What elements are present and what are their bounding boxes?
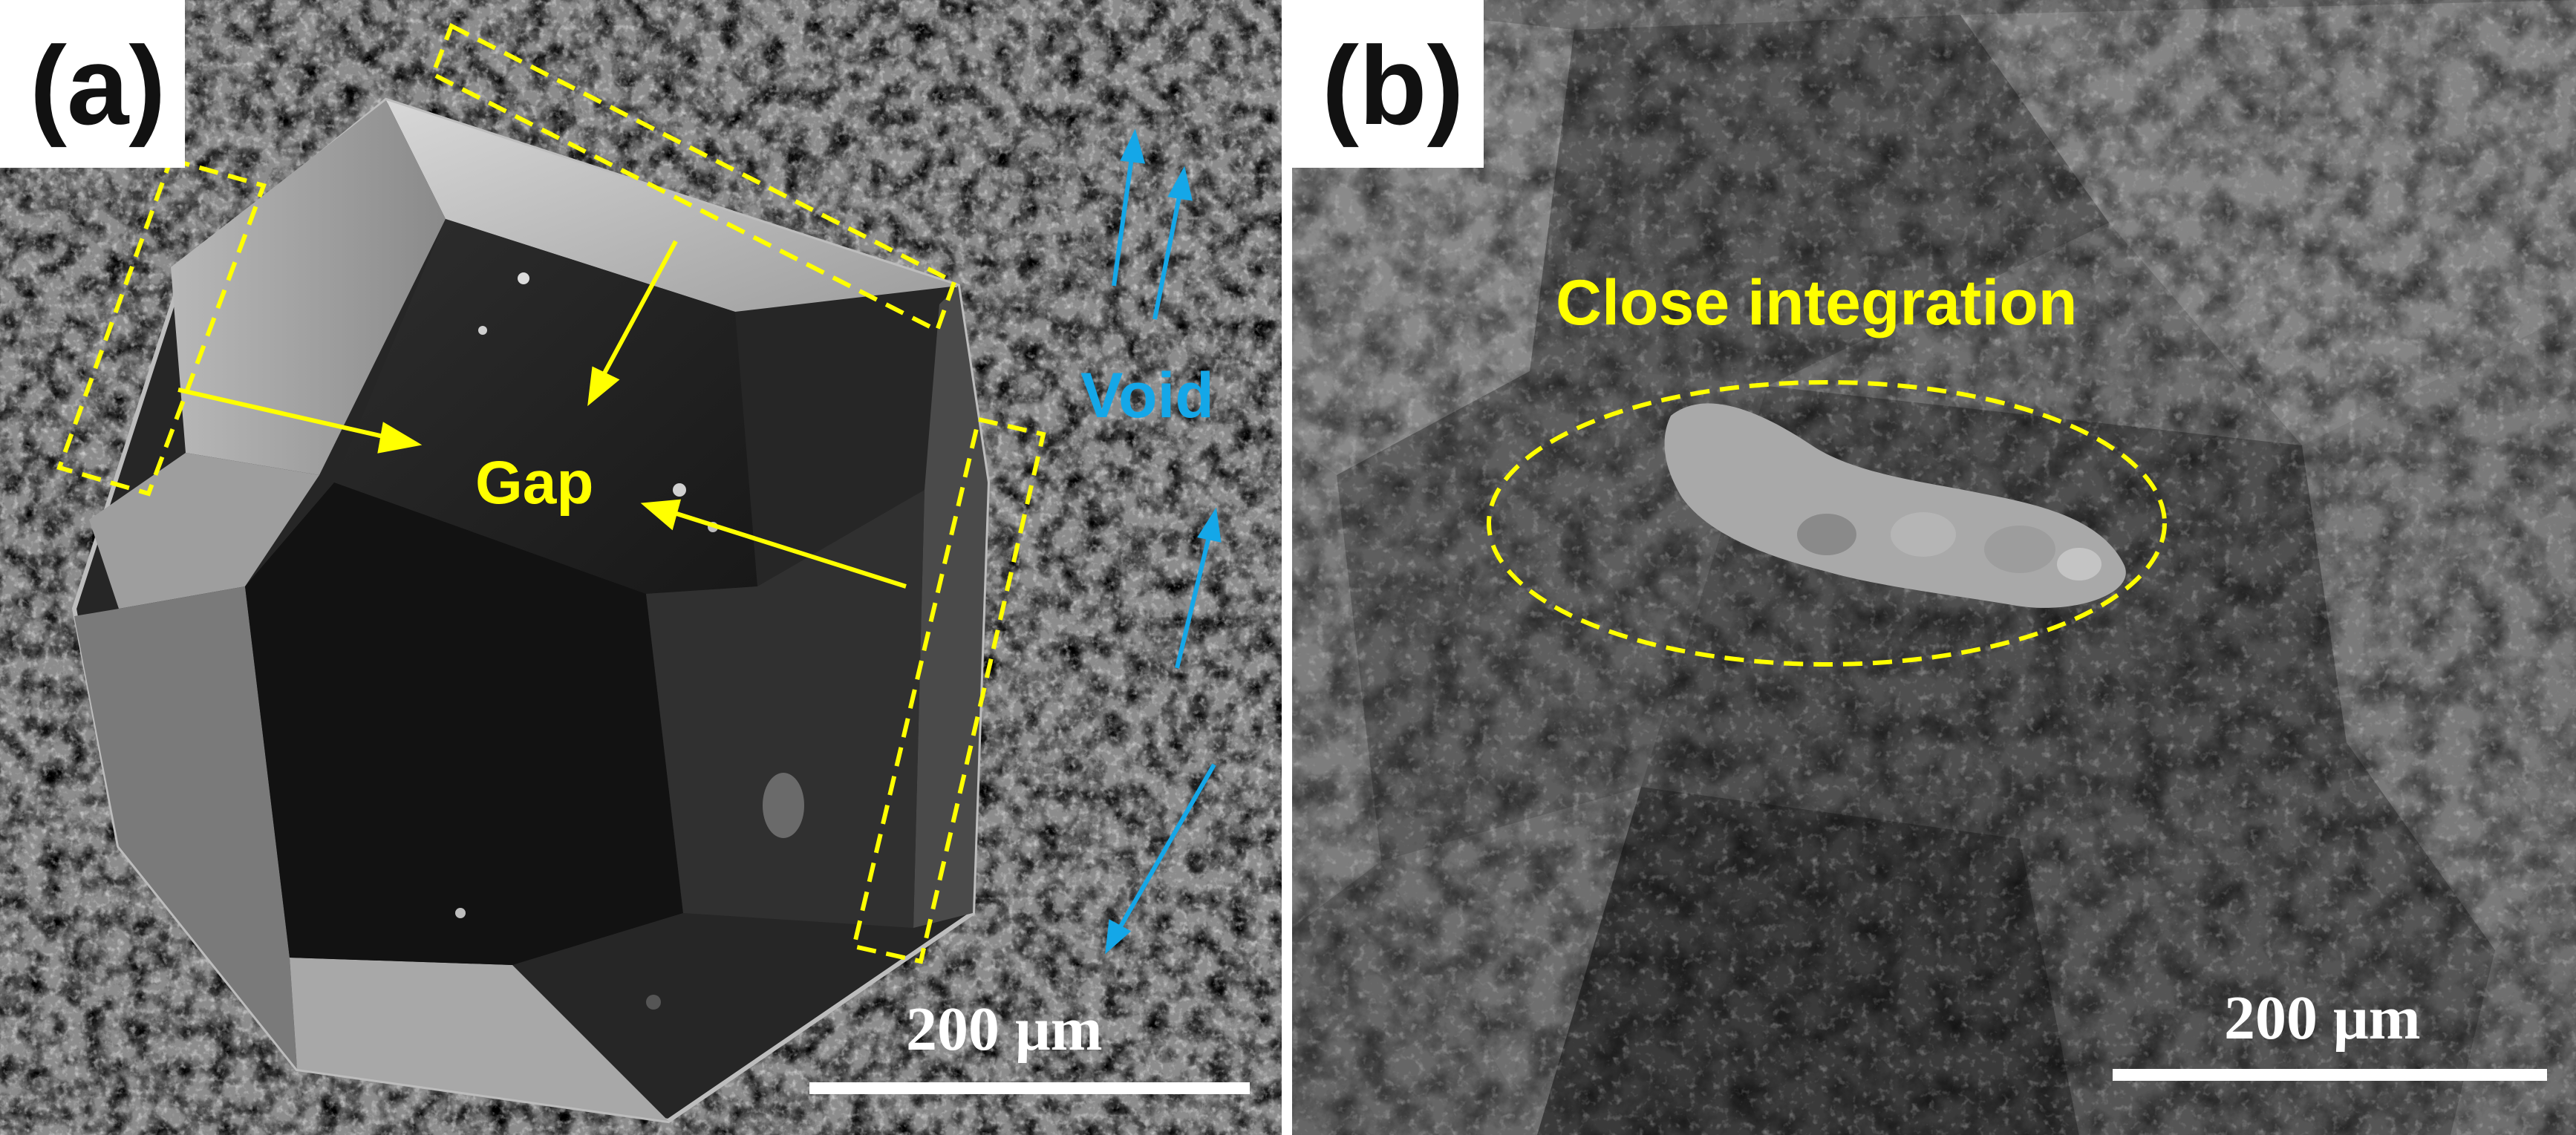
panel-b-scale-label: 200 μm — [2224, 984, 2421, 1053]
void-label: Void — [1080, 360, 1214, 431]
panel-a-label: (a) — [0, 0, 186, 168]
panel-a-scale-bar — [809, 1082, 1250, 1094]
diamond-crystal — [71, 97, 991, 1124]
panel-a-micrograph — [0, 0, 1282, 1135]
matrix-fragment — [1664, 403, 2126, 608]
gap-outline-left — [56, 157, 267, 497]
gap-outline-top — [430, 22, 957, 334]
integration-ellipse — [1487, 380, 2167, 667]
gap-outline-right — [851, 416, 1046, 964]
panel-b-label: (b) — [1292, 0, 1484, 168]
panel-b-micrograph — [1292, 0, 2576, 1135]
void-arrows — [1105, 128, 1222, 955]
panel-b-scale-bar — [2113, 1069, 2547, 1081]
panel-b-sem-image: (b) Close integration 200 μm — [1292, 0, 2576, 1135]
gap-region-outlines — [56, 22, 1046, 964]
close-integration-label: Close integration — [1556, 267, 2078, 338]
gap-arrows — [177, 240, 907, 589]
panel-a-sem-image: (a) Gap Void 200 μm — [0, 0, 1282, 1135]
panel-a-scale-label: 200 μm — [906, 995, 1103, 1064]
gap-label: Gap — [475, 449, 594, 517]
